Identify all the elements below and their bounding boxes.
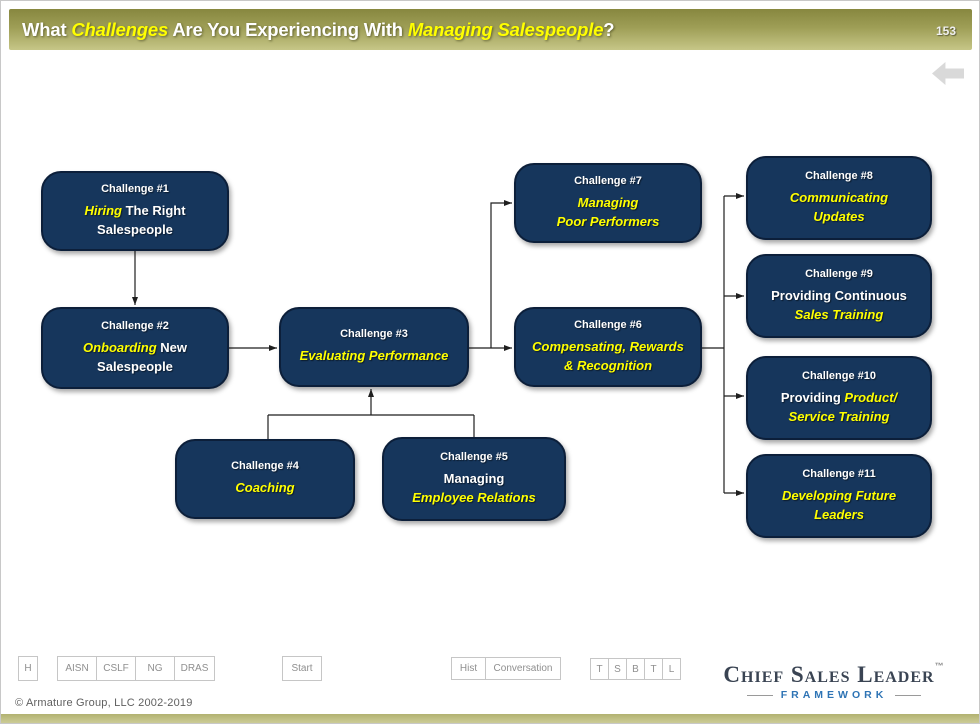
chief-sales-leader-logo: Chief Sales Leader™ FRAMEWORK — [721, 661, 947, 701]
nav-button-aisn[interactable]: AISN — [57, 656, 97, 681]
challenge-box-title: Challenge #9 — [805, 267, 873, 280]
letter-button-s[interactable]: S — [608, 658, 627, 680]
letter-button-t1[interactable]: T — [590, 658, 609, 680]
hist-button[interactable]: Hist — [451, 657, 486, 680]
challenge-box-title: Challenge #5 — [440, 450, 508, 463]
letter-button-b[interactable]: B — [626, 658, 645, 680]
page-number: 153 — [935, 24, 956, 38]
challenge-box-body: Coaching — [235, 480, 295, 496]
challenge-box-title: Challenge #7 — [574, 174, 642, 187]
logo-subtitle: FRAMEWORK — [721, 689, 947, 701]
logo-dash-right — [895, 694, 922, 697]
challenge-box-title: Challenge #3 — [340, 328, 408, 341]
conversation-button[interactable]: Conversation — [485, 657, 561, 680]
logo-dash-left — [746, 694, 773, 697]
challenge-box-title: Challenge #2 — [101, 319, 169, 332]
start-button[interactable]: Start — [282, 656, 322, 681]
challenge-box-title: Challenge #1 — [101, 182, 169, 195]
challenge-box-body: Providing Product/Service Training — [780, 389, 898, 424]
nav-button-ng[interactable]: NG — [135, 656, 175, 681]
challenge-box-title: Challenge #4 — [231, 460, 299, 473]
challenge-box-4: Challenge #4 Coaching — [175, 439, 355, 519]
challenge-box-3: Challenge #3 Evaluating Performance — [279, 307, 469, 387]
home-button[interactable]: H — [18, 656, 38, 681]
challenge-box-body: Compensating, Rewards& Recognition — [532, 338, 684, 373]
logo-name: Chief Sales Leader™ — [723, 661, 945, 687]
letter-button-group: T S B T L — [590, 658, 681, 680]
slide-title: What Challenges Are You Experiencing Wit… — [22, 19, 615, 40]
letter-button-l[interactable]: L — [662, 658, 681, 680]
history-button-group: Hist Conversation — [451, 657, 561, 680]
challenge-box-title: Challenge #11 — [802, 467, 876, 480]
letter-button-t2[interactable]: T — [644, 658, 663, 680]
header-bar: What Challenges Are You Experiencing Wit… — [9, 9, 972, 50]
nav-button-dras[interactable]: DRAS — [174, 656, 215, 681]
bottom-accent-strip — [1, 714, 979, 723]
copyright-text: © Armature Group, LLC 2002-2019 — [15, 697, 193, 709]
nav-button-group: AISN CSLF NG DRAS — [57, 656, 215, 681]
challenge-box-6: Challenge #6 Compensating, Rewards& Reco… — [514, 307, 702, 387]
nav-button-cslf[interactable]: CSLF — [96, 656, 136, 681]
challenge-box-title: Challenge #10 — [802, 369, 876, 382]
challenge-box-title: Challenge #6 — [574, 318, 642, 331]
challenge-box-10: Challenge #10 Providing Product/Service … — [746, 356, 932, 440]
challenge-box-title: Challenge #8 — [805, 169, 873, 182]
trademark-symbol: ™ — [934, 661, 945, 671]
challenge-box-body: Evaluating Performance — [299, 348, 449, 364]
